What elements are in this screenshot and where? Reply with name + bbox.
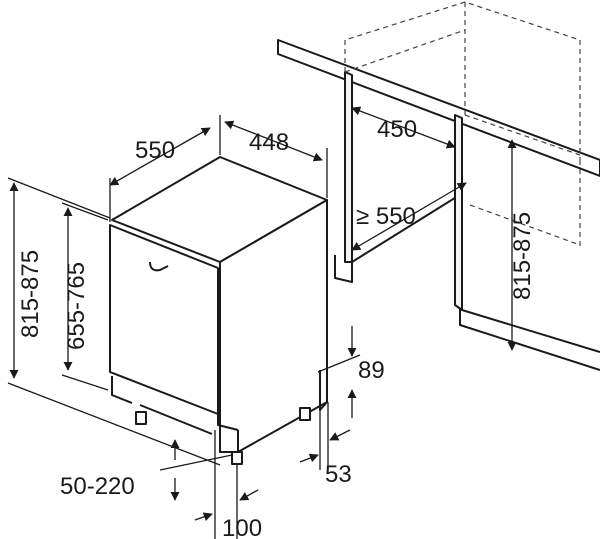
offset-arrow-right	[239, 489, 259, 501]
niche-right-panel	[454, 114, 463, 311]
plinth-height-ext	[317, 354, 361, 373]
label-niche-width: 450	[377, 116, 417, 143]
countertop	[277, 39, 600, 177]
left-outer-ext-top	[7, 177, 111, 219]
plinth-front	[217, 414, 239, 431]
plinth-left	[111, 376, 133, 404]
niche-depth-line	[351, 182, 467, 251]
plinth-bottom-edge	[139, 404, 213, 435]
niche-left-panel	[344, 71, 353, 263]
plinth-depth-arrow-left	[299, 453, 319, 463]
foot-front-right	[231, 451, 243, 465]
niche-dimensions	[351, 106, 517, 351]
left-inner-ext-bottom	[61, 374, 109, 391]
dishwasher-side	[219, 199, 328, 453]
offset-arrow-left	[194, 512, 213, 522]
label-right-height: 815-875	[509, 212, 536, 300]
niche-right-floor	[461, 309, 600, 353]
left-outer-ext-bottom	[7, 382, 221, 466]
label-width-depth: 550	[135, 137, 175, 164]
niche-left-plinth	[334, 255, 353, 283]
label-width: 448	[249, 129, 289, 156]
label-left-outer-height: 815-875	[17, 250, 44, 338]
niche-width-line	[351, 106, 456, 149]
lower-cabinet-line	[469, 204, 581, 246]
dishwasher-dimensions	[7, 115, 361, 539]
label-feet-adjust: 50-220	[60, 473, 135, 500]
depth-line	[109, 127, 211, 186]
label-plinth-height: 89	[358, 357, 385, 384]
dishwasher	[109, 156, 328, 465]
upper-cabinet-back	[344, 29, 466, 73]
left-inner-ext-top	[61, 202, 109, 221]
upper-cabinet-bottom	[464, 114, 581, 156]
foot-front-left	[135, 411, 147, 425]
foot-rear-right	[299, 407, 311, 421]
plinth-depth-arrow-right	[329, 429, 351, 441]
label-plinth-depth: 53	[325, 461, 352, 488]
dimension-labels: 550 448 450 ≥ 550 815-875 655-765 815-87…	[17, 116, 536, 539]
door-handle	[149, 261, 169, 272]
label-niche-depth: ≥ 550	[356, 203, 416, 230]
niche-right-plinth	[459, 308, 600, 371]
width-line	[224, 120, 323, 162]
label-feet-offset: 100	[222, 515, 262, 539]
label-left-inner-height: 655-765	[63, 262, 90, 350]
feet-ext	[159, 454, 233, 471]
